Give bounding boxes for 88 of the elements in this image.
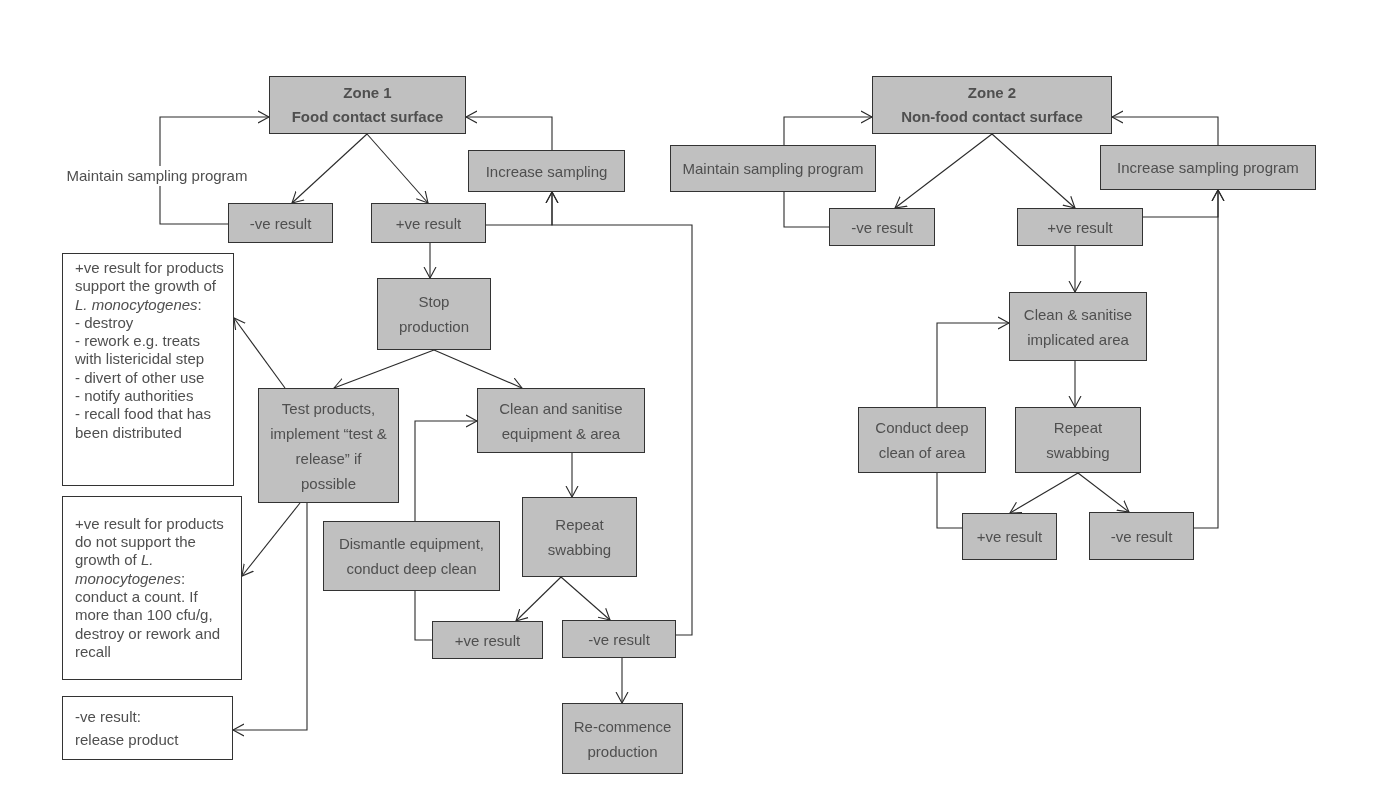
arrow xyxy=(241,502,301,577)
step-text: Clean and sanitise equipment & area xyxy=(498,398,624,444)
step-text: +ve result xyxy=(976,527,1043,547)
arrow xyxy=(991,133,1076,209)
process-box xyxy=(1089,512,1194,560)
process-box xyxy=(432,621,543,659)
process-box xyxy=(323,521,500,591)
connector-line xyxy=(936,472,963,529)
arrow xyxy=(615,657,629,704)
process-box xyxy=(477,388,645,453)
step-text: Dismantle equipment, conduct deep clean xyxy=(337,534,486,579)
process-box xyxy=(670,145,876,192)
step-text: Test products, implement “test & release” if possible xyxy=(269,398,388,494)
step-text: Stop production xyxy=(397,292,471,337)
arrow xyxy=(565,452,579,498)
step-text: -ve result xyxy=(249,213,312,234)
note-text: +ve result for products do not support the growth of L. monocytogenes: conduct a count. If more than 100 cfu/g, destroy or rework and recall xyxy=(75,514,225,662)
arrow xyxy=(545,191,693,636)
arrow xyxy=(233,317,286,389)
arrow xyxy=(232,502,308,737)
note-text: +ve result for products support the growth of L. monocytogenes: xyxy=(75,259,225,314)
list-item: - notify authorities xyxy=(75,387,194,406)
arrow xyxy=(783,110,873,146)
note-box xyxy=(62,496,242,680)
zone-box xyxy=(872,76,1112,134)
list-item: - rework e.g. treats with listericidal step xyxy=(75,332,206,369)
process-box xyxy=(258,388,399,503)
arrow xyxy=(423,242,437,279)
list-item: - recall food that has been distributed xyxy=(75,405,212,442)
step-text: Re-commence production xyxy=(572,716,673,762)
process-box xyxy=(377,278,491,350)
step-text: -ve result xyxy=(1110,526,1173,547)
process-box xyxy=(962,513,1057,560)
process-box xyxy=(829,208,935,246)
arrow xyxy=(1068,360,1082,408)
step-text: +ve result xyxy=(395,213,462,234)
list-item: - destroy xyxy=(75,313,134,333)
arrow xyxy=(1111,110,1219,146)
zone-subheading: Food contact surface xyxy=(291,107,444,127)
arrow xyxy=(894,133,993,209)
step-text: -ve result xyxy=(588,629,650,650)
step-text: +ve result xyxy=(454,630,521,651)
step-text: Increase sampling program xyxy=(1117,158,1299,178)
arrow xyxy=(936,316,1010,408)
process-box xyxy=(562,620,676,658)
note-text: -ve result: xyxy=(75,707,141,727)
step-text: -ve result xyxy=(851,217,913,238)
arrow xyxy=(366,133,429,204)
process-box xyxy=(1015,407,1141,473)
process-box xyxy=(371,203,486,243)
process-box xyxy=(562,703,683,774)
arrow xyxy=(1068,245,1082,293)
connector-line xyxy=(159,185,229,225)
step-text: Repeat swabbing xyxy=(546,515,613,560)
note-text: release product xyxy=(75,730,179,750)
process-box xyxy=(468,150,625,192)
process-box xyxy=(522,497,637,577)
list-item: - divert of other use xyxy=(75,368,205,388)
zone-subheading: Non-food contact surface xyxy=(901,107,1083,127)
arrow xyxy=(515,576,562,622)
connector-line xyxy=(783,191,830,228)
arrow xyxy=(159,110,270,167)
zone-box xyxy=(269,76,466,134)
arrow xyxy=(414,414,478,522)
flow-label: Maintain sampling program xyxy=(62,166,252,186)
step-text: Repeat swabbing xyxy=(1045,418,1111,463)
zone-heading: Zone 2 xyxy=(967,83,1017,103)
step-text: Conduct deep clean of area xyxy=(874,418,970,463)
arrow xyxy=(433,349,523,390)
arrow xyxy=(1077,472,1130,513)
process-box xyxy=(858,407,986,473)
step-text: Clean & sanitise implicated area xyxy=(1022,304,1134,350)
step-text: Increase sampling xyxy=(485,161,608,182)
note-box xyxy=(62,253,234,486)
step-text: +ve result xyxy=(1047,217,1113,238)
zone-heading: Zone 1 xyxy=(343,83,392,103)
connector-line xyxy=(414,590,433,641)
step-text: Maintain sampling program xyxy=(682,159,864,179)
arrow xyxy=(1009,472,1079,514)
arrow xyxy=(465,110,553,151)
note-box xyxy=(62,696,233,760)
process-box xyxy=(1017,208,1143,246)
process-box xyxy=(228,203,333,243)
arrow xyxy=(560,576,611,621)
process-box xyxy=(1009,292,1147,361)
process-box xyxy=(1100,145,1316,190)
arrow xyxy=(1193,189,1225,529)
arrow xyxy=(291,133,368,204)
